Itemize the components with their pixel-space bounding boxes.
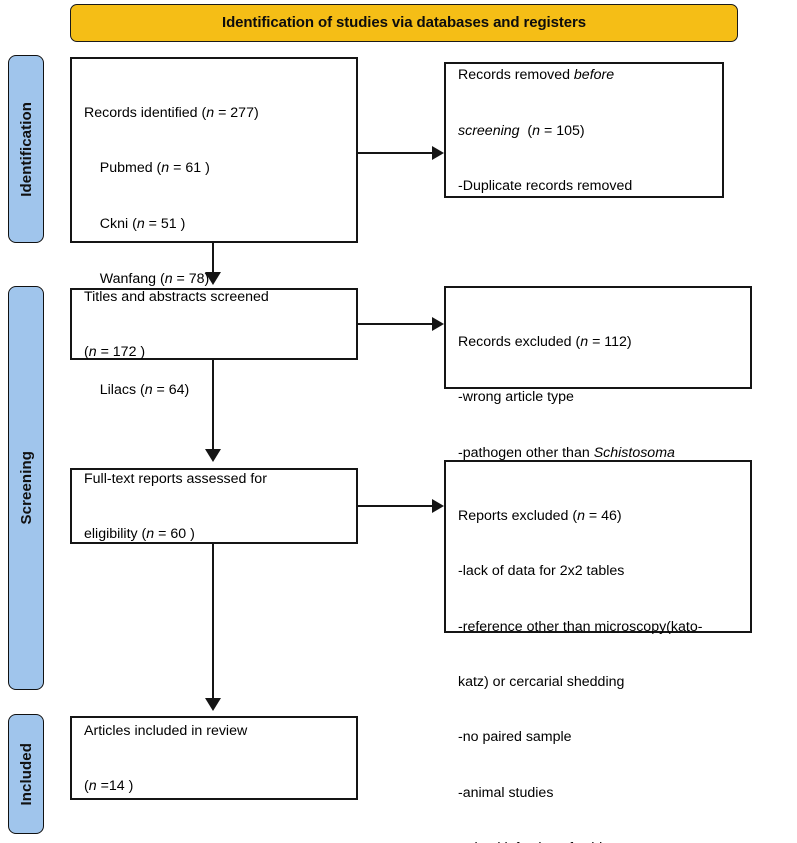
stage-label-identification: Identification	[8, 55, 44, 243]
reports-excluded-line-3: -reference other than microscopy(kato-	[458, 618, 703, 635]
box-records-removed-text: Records removed before screening (n = 10…	[458, 30, 632, 233]
box-fulltext-assessed-text: Full-text reports assessed for eligibili…	[84, 433, 267, 581]
stage-label-screening: Screening	[8, 286, 44, 690]
titles-screened-line-2: (n = 172 )	[84, 344, 146, 361]
reports-excluded-line-6: -animal studies	[458, 784, 554, 801]
fulltext-assessed-line-2: eligibility (n = 60 )	[84, 526, 195, 543]
articles-included-line-2: (n =14 )	[84, 778, 134, 795]
records-identified-line-6: Lilacs (n = 64)	[84, 381, 190, 398]
arrow-right-icon	[432, 146, 444, 160]
connector-identified-to-screened	[212, 243, 214, 275]
box-reports-excluded-text: Reports excluded (n = 46) -lack of data …	[458, 470, 740, 843]
diagram-header-title: Identification of studies via databases …	[222, 13, 586, 31]
box-fulltext-assessed: Full-text reports assessed for eligibili…	[70, 468, 358, 544]
fulltext-assessed-line-1: Full-text reports assessed for	[84, 471, 267, 488]
stage-label-included-text: Included	[17, 742, 35, 806]
connector-screened-to-fulltext	[212, 360, 214, 452]
reports-excluded-line-4: katz) or cercarial shedding	[458, 673, 625, 690]
box-records-excluded: Records excluded (n = 112) -wrong articl…	[444, 286, 752, 516]
connector-screened-to-excluded	[358, 323, 434, 325]
connector-fulltext-to-included	[212, 544, 214, 701]
arrow-down-icon	[205, 272, 221, 285]
titles-screened-line-1: Titles and abstracts screened	[84, 289, 269, 306]
diagram-header-banner: Identification of studies via databases …	[70, 4, 738, 42]
arrow-down-icon	[205, 449, 221, 462]
reports-excluded-line-7: -mixed infection of schistosomes	[458, 839, 740, 843]
stage-label-identification-text: Identification	[17, 101, 35, 197]
records-removed-line-2: screening (n = 105)	[458, 122, 585, 139]
arrow-right-icon	[432, 317, 444, 331]
box-reports-excluded: Reports excluded (n = 46) -lack of data …	[444, 460, 752, 843]
box-articles-included-text: Articles included in review (n =14 )	[84, 685, 247, 833]
box-articles-included: Articles included in review (n =14 )	[70, 716, 358, 800]
records-excluded-line-3: -pathogen other than Schistosoma	[458, 444, 675, 461]
records-identified-line-1: Records identified (n = 277)	[84, 104, 259, 121]
records-excluded-line-1: Records excluded (n = 112)	[458, 333, 632, 350]
stage-label-included: Included	[8, 714, 44, 834]
records-identified-line-3: Ckni (n = 51 )	[84, 215, 186, 232]
box-titles-screened-text: Titles and abstracts screened (n = 172 )	[84, 251, 269, 399]
connector-fulltext-to-reports-excluded	[358, 505, 434, 507]
box-titles-screened: Titles and abstracts screened (n = 172 )	[70, 288, 358, 360]
connector-identified-to-removed	[358, 152, 434, 154]
box-records-identified: Records identified (n = 277) Pubmed (n =…	[70, 57, 358, 398]
arrow-right-icon	[432, 499, 444, 513]
stage-label-screening-text: Screening	[17, 451, 35, 525]
box-records-removed: Records removed before screening (n = 10…	[444, 62, 724, 198]
articles-included-line-1: Articles included in review	[84, 723, 248, 740]
reports-excluded-line-2: -lack of data for 2x2 tables	[458, 563, 625, 580]
records-identified-line-4: Wanfang (n = 78)	[84, 270, 210, 287]
records-removed-line-1: Records removed before	[458, 67, 615, 84]
arrow-down-icon	[205, 698, 221, 711]
records-removed-line-3: -Duplicate records removed	[458, 178, 633, 195]
records-excluded-line-2: -wrong article type	[458, 389, 574, 406]
reports-excluded-line-1: Reports excluded (n = 46)	[458, 507, 622, 524]
reports-excluded-line-5: -no paired sample	[458, 729, 572, 746]
records-identified-line-2: Pubmed (n = 61 )	[84, 160, 210, 177]
